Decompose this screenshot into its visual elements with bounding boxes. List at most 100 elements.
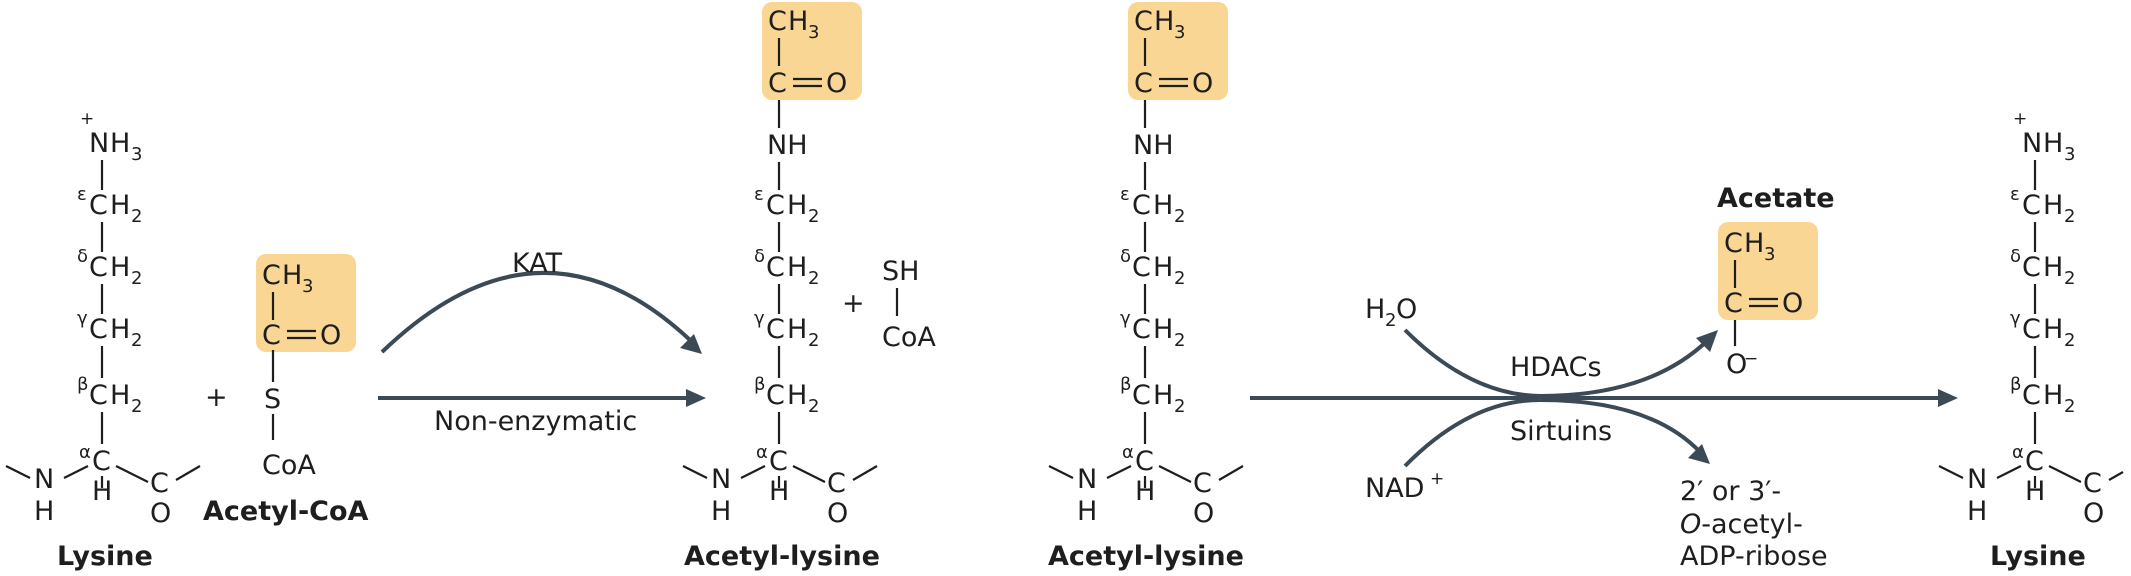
hydrogen-atom: H — [2043, 252, 2063, 283]
gamma-locant: γ — [1120, 308, 1131, 329]
carbon-atom: C — [1132, 314, 1151, 345]
hydrogen-atom: H — [2025, 476, 2045, 507]
subscript-3: 3 — [131, 144, 142, 165]
hydrogen-atom: H — [1153, 314, 1173, 345]
oxygen-atom: O — [2083, 498, 2104, 529]
oxygen-atom: O — [1782, 288, 1803, 319]
carbon-atom: C — [1132, 252, 1151, 283]
subscript-2: 2 — [131, 396, 142, 417]
positive-charge: + — [80, 109, 94, 129]
hydrogen-atom: H — [1967, 496, 1987, 527]
alpha-carbon: C — [769, 446, 788, 477]
oxygen-atom: O — [1192, 68, 1213, 99]
carbon-atom: C — [1724, 288, 1743, 319]
carbon-atom: C — [766, 314, 785, 345]
coa-group: CoA — [262, 450, 316, 481]
gamma-locant: γ — [754, 308, 765, 329]
oxygen-atom: O — [320, 320, 341, 351]
carbon-atom: C — [89, 314, 108, 345]
carbon-atom: C — [768, 68, 787, 99]
carbon-atom: C — [768, 6, 787, 37]
water-h: H — [1365, 294, 1385, 325]
hdacs-label: HDACs — [1510, 352, 1602, 383]
bond — [2048, 465, 2082, 483]
subscript-2: 2 — [2064, 330, 2075, 351]
positive-charge: + — [2013, 109, 2027, 129]
kat-arrow — [380, 271, 692, 354]
carbon-atom: C — [1132, 380, 1151, 411]
alpha-locant: α — [79, 442, 91, 463]
hydrogen-atom: H — [787, 190, 807, 221]
kat-label: KAT — [512, 248, 563, 279]
subscript-2: 2 — [131, 206, 142, 227]
acetyl-lysine-label: Acetyl-lysine — [684, 541, 880, 572]
subscript-2: 2 — [131, 330, 142, 351]
acetyl-lysine-structure-middle: C H 3 C O NH ε C H 2 δ C H 2 γ C H 2 β C… — [682, 2, 880, 572]
bond — [682, 465, 708, 479]
acetate-label: Acetate — [1717, 183, 1835, 214]
product-line-3: ADP-ribose — [1680, 541, 1828, 572]
carbon-atom: C — [766, 380, 785, 411]
hydrogen-atom: H — [788, 6, 808, 37]
nad-superscript: + — [1430, 469, 1444, 489]
hydrogen-atom: H — [2043, 190, 2063, 221]
hydrogen-atom: H — [92, 476, 112, 507]
alpha-locant: α — [2012, 442, 2024, 463]
subscript-2: 2 — [1174, 396, 1185, 417]
coa-group: CoA — [882, 322, 936, 353]
acetyl-coa-label: Acetyl-CoA — [203, 496, 369, 527]
hydrogen-atom: H — [711, 496, 731, 527]
bond — [1996, 465, 2022, 479]
bond — [852, 465, 878, 481]
carbon-atom: C — [766, 190, 785, 221]
sh-group: SH — [882, 256, 919, 287]
amide-nitrogen: N — [34, 464, 54, 495]
sulfur-atom: S — [264, 384, 281, 415]
epsilon-locant: ε — [77, 184, 87, 205]
subscript-2: 2 — [808, 396, 819, 417]
hydrogen-atom: H — [2043, 314, 2063, 345]
bond — [63, 465, 89, 479]
oxygen-atom: O — [827, 498, 848, 529]
subscript-2: 2 — [2064, 268, 2075, 289]
bond — [1158, 465, 1192, 483]
subscript-3: 3 — [2064, 144, 2075, 165]
hydrogen-atom: H — [787, 380, 807, 411]
product-o-italic: O — [1680, 509, 1701, 540]
subscript-3: 3 — [808, 22, 819, 43]
subscript-2: 2 — [1174, 268, 1185, 289]
carbon-atom: C — [1724, 228, 1743, 259]
non-enzymatic-arrowhead — [686, 389, 706, 407]
carbon-atom: C — [89, 252, 108, 283]
carbon-atom: C — [1134, 68, 1153, 99]
hdac-arrowhead — [1696, 330, 1718, 352]
hydrogen-atom: H — [1153, 380, 1173, 411]
hydrogen-atom: H — [34, 496, 54, 527]
amide-nitrogen: N — [1967, 464, 1987, 495]
carbon-atom: C — [262, 320, 281, 351]
hydrogen-atom: H — [787, 252, 807, 283]
product-acetyl: -acetyl- — [1701, 509, 1803, 540]
carboxylate-oxygen: O — [1726, 349, 1747, 380]
beta-locant: β — [1120, 374, 1132, 395]
hydrogen-atom: H — [769, 476, 789, 507]
subscript-2: 2 — [1174, 330, 1185, 351]
subscript-2: 2 — [2064, 206, 2075, 227]
carbon-atom: C — [2022, 252, 2041, 283]
nitrogen-atom: N — [89, 128, 109, 159]
acetyl-coa-structure: C H 3 C O S CoA Acetyl-CoA — [203, 254, 369, 527]
subscript-2: 2 — [808, 206, 819, 227]
hydrogen-atom: H — [110, 190, 130, 221]
gamma-locant: γ — [77, 308, 88, 329]
hdac-curve-arrow — [1403, 328, 1710, 399]
nad-label: NAD — [1365, 473, 1424, 504]
carbonyl-carbon: C — [1193, 468, 1212, 499]
bond — [792, 465, 826, 483]
bond — [175, 465, 201, 481]
carbon-atom: C — [262, 260, 281, 291]
alpha-locant: α — [756, 442, 768, 463]
alpha-locant: α — [1122, 442, 1134, 463]
oxygen-atom: O — [1193, 498, 1214, 529]
hydrogen-atom: H — [282, 260, 302, 291]
lysine-structure-right: + N H 3 ε C H 2 δ C H 2 γ C H 2 β C H 2 … — [1938, 109, 2124, 572]
